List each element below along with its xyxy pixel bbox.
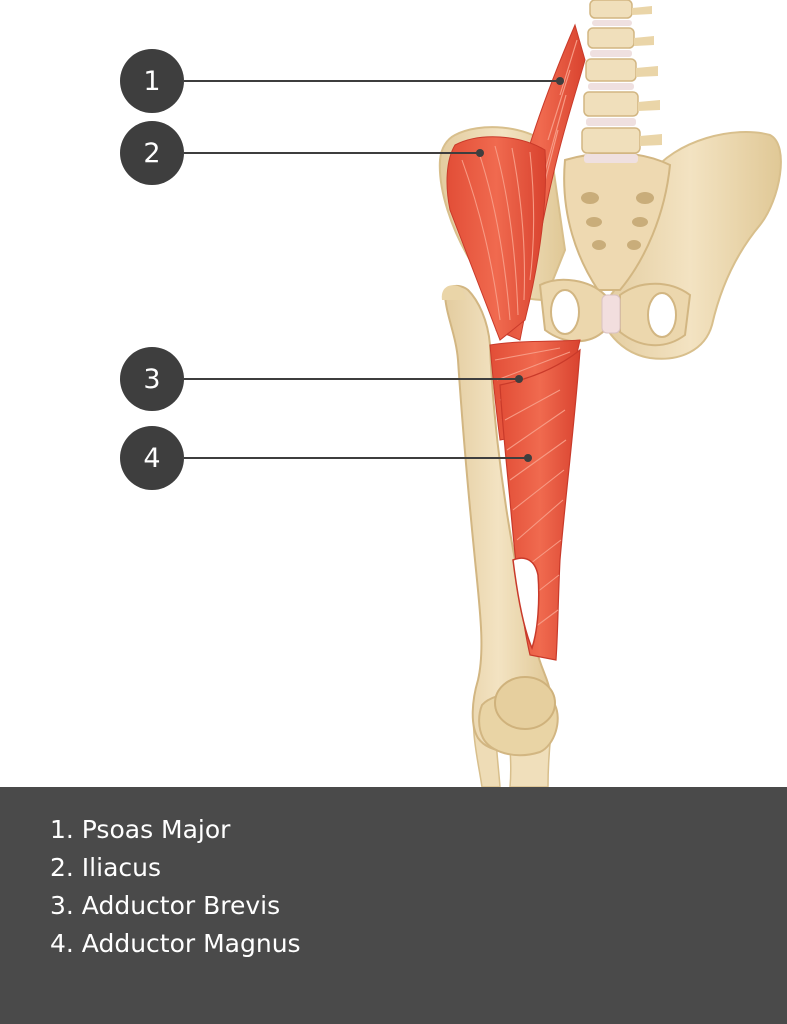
marker-3[interactable]: 3: [120, 347, 184, 411]
marker-4-number: 4: [143, 442, 161, 474]
legend-panel: 1. Psoas Major 2. Iliacus 3. Adductor Br…: [0, 787, 787, 1024]
legend-item-psoas-major: 1. Psoas Major: [50, 815, 231, 844]
anatomy-illustration: [184, 0, 782, 787]
marker-2[interactable]: 2: [120, 121, 184, 185]
legend-item-adductor-magnus: 4. Adductor Magnus: [50, 929, 301, 958]
leader-lines: [184, 77, 564, 462]
marker-4[interactable]: 4: [120, 426, 184, 490]
marker-2-number: 2: [143, 137, 161, 169]
legend-item-adductor-brevis: 3. Adductor Brevis: [50, 891, 281, 920]
marker-1-number: 1: [143, 65, 161, 97]
pelvis: [438, 126, 782, 360]
marker-1[interactable]: 1: [120, 49, 184, 113]
iliacus-muscle: [446, 136, 547, 341]
marker-3-number: 3: [143, 363, 161, 395]
leader-dot-1: [556, 77, 564, 85]
anatomy-figure: 1 2 3 4: [120, 0, 782, 787]
leader-dot-2: [476, 149, 484, 157]
legend-item-iliacus: 2. Iliacus: [50, 853, 161, 882]
knee: [478, 676, 559, 757]
legend-list: 1. Psoas Major 2. Iliacus 3. Adductor Br…: [50, 811, 301, 963]
leader-dot-4: [524, 454, 532, 462]
adductor-magnus-muscle: [499, 348, 581, 661]
lumbar-spine: [581, 0, 662, 163]
leader-dot-3: [515, 375, 523, 383]
